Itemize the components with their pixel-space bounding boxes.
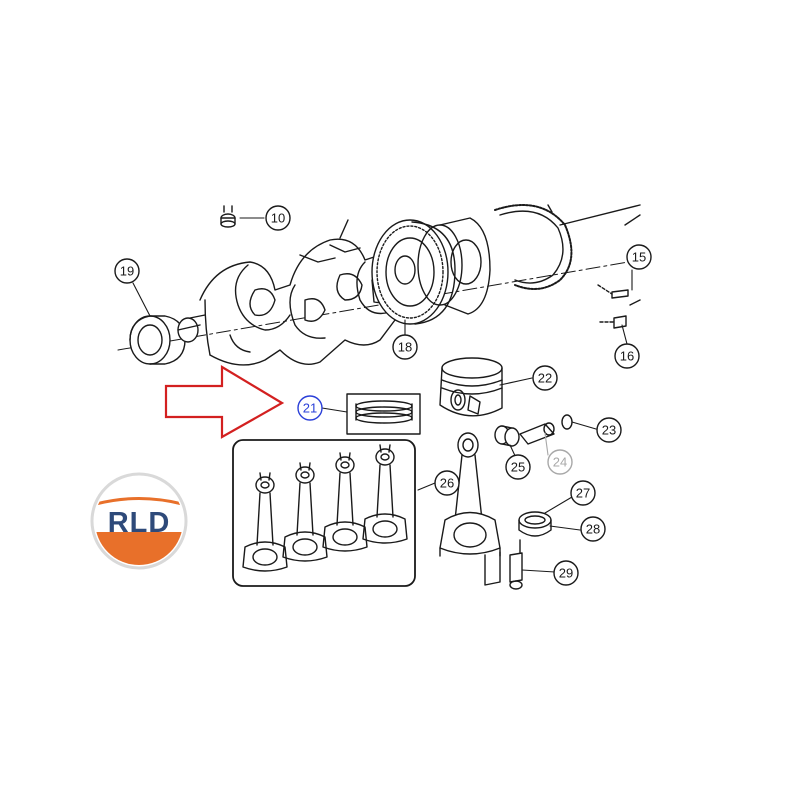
callout-circle (553, 560, 579, 586)
part-18-gear (371, 217, 491, 325)
callout-circle (434, 470, 460, 496)
part-21-piston-rings (355, 400, 413, 424)
callout-circle (297, 395, 323, 421)
callout-label: 27 (576, 486, 590, 501)
callout-circle (392, 334, 418, 360)
piston-rings-box (346, 393, 421, 435)
callout-circle (114, 258, 140, 284)
rod-set-box (232, 439, 416, 587)
callout-22: 22 (532, 365, 558, 391)
callout-circle (265, 205, 291, 231)
callout-label: 18 (398, 340, 412, 355)
callout-28: 28 (580, 516, 606, 542)
callout-circle (580, 516, 606, 542)
part-15-dowel (597, 284, 629, 299)
callout-label: 22 (538, 371, 552, 386)
callout-label: 23 (602, 423, 616, 438)
callout-label: 25 (511, 460, 525, 475)
callout-24: 24 (547, 449, 573, 475)
callout-circle (547, 449, 573, 475)
callout-circle (505, 454, 531, 480)
rod-set (242, 444, 408, 572)
part-22-piston (439, 357, 503, 417)
logo-band (95, 532, 183, 565)
engine-block-edge (559, 204, 641, 306)
callout-10: 10 (265, 205, 291, 231)
callout-18: 18 (392, 334, 418, 360)
callout-16: 16 (614, 343, 640, 369)
callout-label: 24 (553, 455, 567, 470)
callout-label: 15 (632, 250, 646, 265)
logo-text: RLD (108, 507, 171, 539)
rld-logo: RLD (90, 472, 188, 570)
callout-group: 10 19 18 15 16 21 22 23 24 25 26 27 28 29 (114, 205, 652, 586)
part-10-bolt (220, 205, 236, 228)
callout-label: 21 (303, 401, 317, 416)
callout-circle (626, 244, 652, 270)
callout-19: 19 (114, 258, 140, 284)
part-19-bearing (129, 314, 206, 365)
callout-25: 25 (505, 454, 531, 480)
callout-label: 26 (440, 476, 454, 491)
red-arrow (164, 365, 285, 439)
shaft-centerline (117, 259, 641, 351)
callout-21: 21 (297, 395, 323, 421)
part-29-bolt (509, 552, 523, 590)
callout-circle (532, 365, 558, 391)
callout-label: 28 (586, 522, 600, 537)
callout-29: 29 (553, 560, 579, 586)
callout-circle (614, 343, 640, 369)
callout-circle (570, 480, 596, 506)
callout-26: 26 (434, 470, 460, 496)
callout-label: 29 (559, 566, 573, 581)
flywheel-ring (494, 204, 573, 290)
callout-label: 10 (271, 211, 285, 226)
callout-23: 23 (596, 417, 622, 443)
part-25-bushing (494, 425, 520, 447)
part-26-connecting-rod (439, 432, 521, 586)
callout-27: 27 (570, 480, 596, 506)
callout-15: 15 (626, 244, 652, 270)
leader-lines (132, 217, 633, 573)
part-23-clip (561, 414, 573, 430)
logo-arc (95, 497, 183, 507)
part-24-piston-pin (519, 422, 555, 445)
crankshaft (199, 219, 411, 366)
part-16-bolt (599, 315, 627, 329)
callout-circle (596, 417, 622, 443)
part-27-28-bearing (518, 511, 552, 537)
callout-label: 16 (620, 349, 634, 364)
callout-label: 19 (120, 264, 134, 279)
